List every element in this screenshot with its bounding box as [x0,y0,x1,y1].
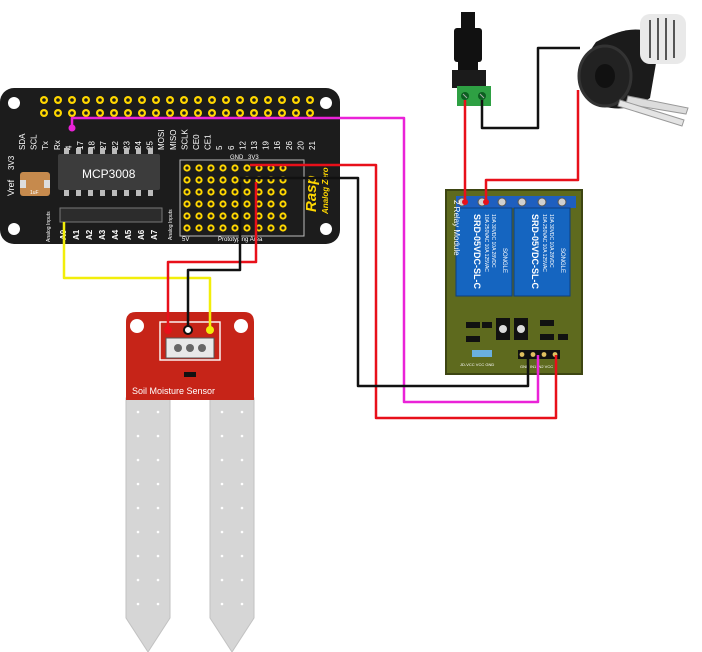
sensor-hole [130,319,144,333]
mount-hole [8,223,20,235]
gpio-label: 4 [64,145,73,150]
v5-label: 5V [182,237,189,243]
gpio-label: 27 [99,141,108,150]
pin-relay-no [483,199,489,205]
mount-hole [320,97,332,109]
brand-sub: Analog Zero [321,167,330,215]
gpio-label: SDA [18,133,27,150]
analog-label: A1 [72,229,81,240]
gpio-label: 19 [262,141,271,150]
relay-1-spec-2: 10A 30VDC 10A 28VDC [490,214,496,268]
relay-1-spec: 10A 250VAC 10A 125VAC [483,214,489,272]
analog-label: A4 [111,229,120,240]
analog-label: A7 [150,229,159,240]
probe-left [125,397,171,652]
peristaltic-pump [577,14,689,127]
relay-2-songle: SONGLE [559,248,565,273]
gpio-label: CE1 [204,134,213,150]
relay-2 [513,207,571,297]
relay-2-spec-2: 10A 30VDC 10A 28VDC [548,214,554,268]
analog-inputs-right: Analog Inputs [168,209,174,240]
gpio-label: MOSI [157,130,166,150]
relay-1 [455,207,513,297]
left-3v3-label: 3V3 [7,155,16,170]
wire-red-vcc [250,163,558,420]
gnd-label: GND [230,155,244,161]
sensor-hole [234,319,248,333]
mount-hole [8,97,20,109]
analog-label: A2 [85,229,94,240]
gpio-header [40,96,314,117]
brand-label: Rasp [303,175,320,212]
gpio-label: MISO [169,130,178,150]
sensor-label: Soil Moisture Sensor [132,386,215,396]
wires [62,46,580,420]
gpio-label: 21 [308,141,317,150]
gpio-label: 22 [111,141,120,150]
pin-gpio17 [68,124,76,132]
gpio-label: 12 [238,141,247,150]
wire-red-pump [484,90,580,202]
pin-sensor-signal [206,326,214,334]
gpio-label: CE0 [192,134,201,150]
gpio-label: SCLK [180,128,189,150]
relay-pins-label: GND IN1 IN2 VCC [520,364,553,369]
analog-label: A6 [137,229,146,240]
pin-sensor-gnd [183,325,193,335]
gpio-label: 23 [122,141,131,150]
gpio-label: 24 [134,141,143,150]
analog-label: A5 [124,229,133,240]
gpio-label: 20 [296,141,305,150]
relay-2-model: SRD-05VDC-SL-C [530,214,540,290]
jumper-label: JD-VCC VCC GND [460,362,494,367]
gpio-label: Tx [41,141,50,150]
analog-input-header [59,207,163,223]
gpio-label: Rx [53,140,62,150]
gpio-label: 6 [227,145,236,150]
mount-hole [320,223,332,235]
wire-magenta-gpio [70,116,540,404]
wire-black-pump [480,46,580,130]
probe-right [209,397,255,652]
chip-label: MCP3008 [82,167,136,181]
v33-label: 3V3 [248,155,259,161]
wire-yellow-signal [62,222,212,328]
gpio-label: 17 [76,141,85,150]
relay-module: SRD-05VDC-SL-C SRD-05VDC-SL-C 10A 250VAC… [445,189,583,375]
wire-black-gnd [240,176,530,388]
relay-2-spec: 10A 250VAC 10A 125VAC [541,214,547,272]
gpio-label: SCL [30,134,39,150]
gpio-label: 25 [146,141,155,150]
dc-barrel-jack [452,12,491,106]
cap-label: 1uF [30,190,39,196]
mcp3008-chip: MCP3008 [58,148,160,196]
gpio-label: 5 [215,145,224,150]
wire-black-sensor [186,182,242,328]
relay-1-model: SRD-05VDC-SL-C [472,214,482,290]
analog-inputs-left: Analog Inputs [46,211,52,242]
gpio-label: 13 [250,141,259,150]
relay-1-songle: SONGLE [501,248,507,273]
gpio-label: 16 [273,141,282,150]
gpio-label: 18 [88,141,97,150]
capacitor: 1uF [20,172,50,196]
pin-relay-com [462,199,468,205]
relay-module-title: 2 Relay Module [452,200,461,256]
gpio-label: 26 [285,141,294,150]
analog-label: A3 [98,229,107,240]
vref-label: Vref [6,179,16,196]
pin-sensor-vcc [164,326,172,334]
wire-red-sensor [166,182,258,328]
soil-moisture-sensor: Soil Moisture Sensor [125,312,255,652]
